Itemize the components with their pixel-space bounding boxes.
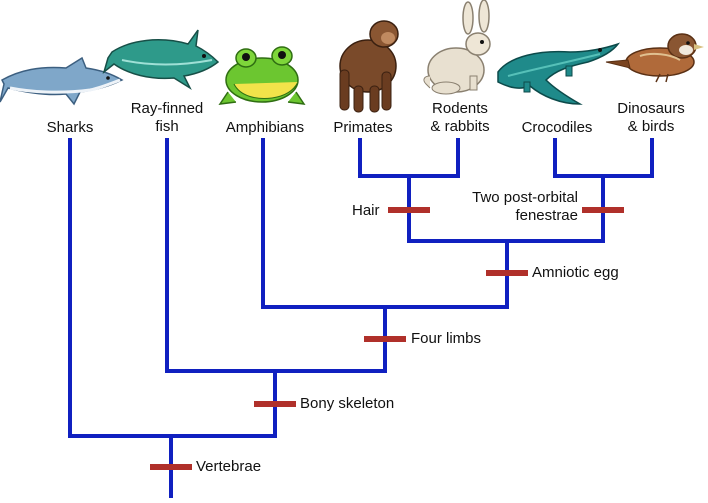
trait-label-bony-skeleton: Bony skeleton — [300, 395, 395, 412]
marker-vertebrae — [150, 464, 192, 470]
marker-amniotic-egg — [486, 270, 528, 276]
trait-label-hair: Hair — [352, 202, 380, 219]
taxon-label-crocodiles: Crocodiles — [521, 119, 593, 136]
trait-label-four-limbs: Four limbs — [411, 330, 482, 347]
taxon-label-primates: Primates — [333, 119, 393, 136]
frog-illustration — [218, 46, 306, 105]
trait-markers — [150, 207, 624, 470]
rabbit-illustration — [423, 0, 491, 95]
taxon-label-ray-finned-fish: Ray-finned fish — [130, 100, 204, 135]
trait-label-fenestrae: Two post-orbital fenestrae — [472, 189, 578, 224]
shark-illustration — [0, 56, 124, 106]
taxon-label-dinosaurs-birds: Dinosaurs & birds — [617, 100, 685, 135]
trait-label-vertebrae: Vertebrae — [196, 458, 262, 475]
crocodile-illustration — [497, 42, 621, 105]
fish-illustration — [102, 29, 220, 91]
bird-illustration — [605, 33, 704, 83]
primate-illustration — [339, 20, 399, 113]
marker-hair — [388, 207, 430, 213]
taxon-label-rodents-rabbits: Rodents & rabbits — [430, 100, 490, 135]
taxon-label-sharks: Sharks — [46, 119, 94, 136]
marker-bony-skeleton — [254, 401, 296, 407]
taxon-label-amphibians: Amphibians — [225, 119, 305, 136]
trait-label-amniotic-egg: Amniotic egg — [532, 264, 619, 281]
marker-fenestrae — [582, 207, 624, 213]
marker-four-limbs — [364, 336, 406, 342]
